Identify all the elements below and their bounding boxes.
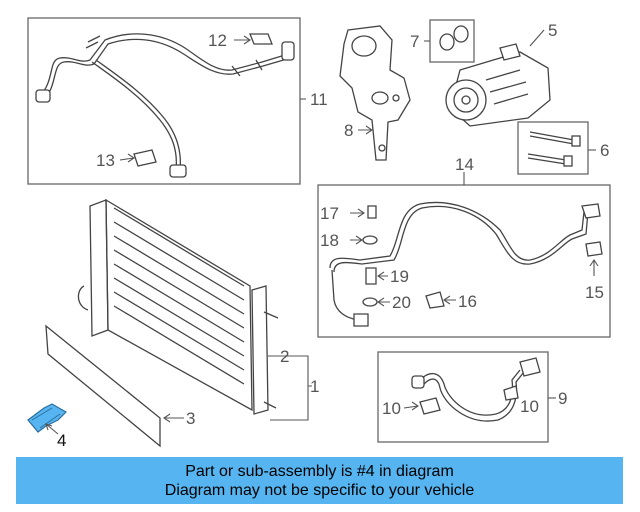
- bolts-6: [517, 121, 596, 175]
- clip-10a: [419, 397, 441, 415]
- part-4-shape: [27, 403, 67, 433]
- o-ring-20: [362, 297, 378, 307]
- callout-3: 3: [186, 409, 195, 428]
- part-4-highlighted: [27, 403, 67, 435]
- clip-10b: [503, 385, 519, 401]
- clip-13: [133, 149, 157, 167]
- callout-16: 16: [458, 292, 477, 311]
- callout-8: 8: [344, 121, 353, 140]
- callout-15: 15: [585, 283, 604, 302]
- callout-12: 12: [208, 31, 227, 50]
- callout-10b: 10: [520, 397, 539, 416]
- compressor-5: [445, 29, 551, 127]
- hose-group-9: [377, 351, 556, 443]
- bracket-8: [339, 25, 411, 161]
- receiver-drier-2: [251, 285, 269, 415]
- caps-7: [424, 19, 475, 63]
- banner-line-2: Diagram may not be specific to your vehi…: [164, 481, 475, 499]
- callout-6: 6: [600, 141, 609, 160]
- clip-15: [585, 241, 603, 257]
- callout-17: 17: [320, 204, 339, 223]
- callout-2: 2: [280, 347, 289, 366]
- callout-19: 19: [390, 267, 409, 286]
- clip-12: [249, 33, 273, 45]
- callout-14: 14: [455, 155, 474, 174]
- parts-diagram: 1 2 3 4 5 6 7 8 9 10 10 11 12 13 14 15 1…: [27, 17, 611, 450]
- banner-line-1: Part or sub-assembly is #4 in diagram: [185, 462, 454, 480]
- condenser-1: [77, 198, 312, 421]
- clip-16: [425, 291, 445, 309]
- liquid-line-group-14: [317, 172, 611, 338]
- group-box-11: [27, 17, 301, 185]
- callout-10a: 10: [382, 399, 401, 418]
- valve-17: [367, 205, 377, 219]
- switch-19: [365, 267, 377, 285]
- callout-20: 20: [392, 293, 411, 312]
- seal-panel-3: [45, 324, 184, 448]
- info-banner: Part or sub-assembly is #4 in diagram Di…: [16, 457, 623, 504]
- callout-18: 18: [320, 231, 339, 250]
- callout-1: 1: [310, 377, 319, 396]
- callout-11: 11: [310, 90, 328, 109]
- callout-4: 4: [57, 431, 66, 450]
- callout-7: 7: [410, 32, 419, 51]
- hose-group-11: [27, 17, 306, 185]
- o-ring-18: [362, 235, 378, 245]
- callout-13: 13: [96, 151, 115, 170]
- callout-5: 5: [548, 21, 557, 40]
- callout-9: 9: [558, 389, 567, 408]
